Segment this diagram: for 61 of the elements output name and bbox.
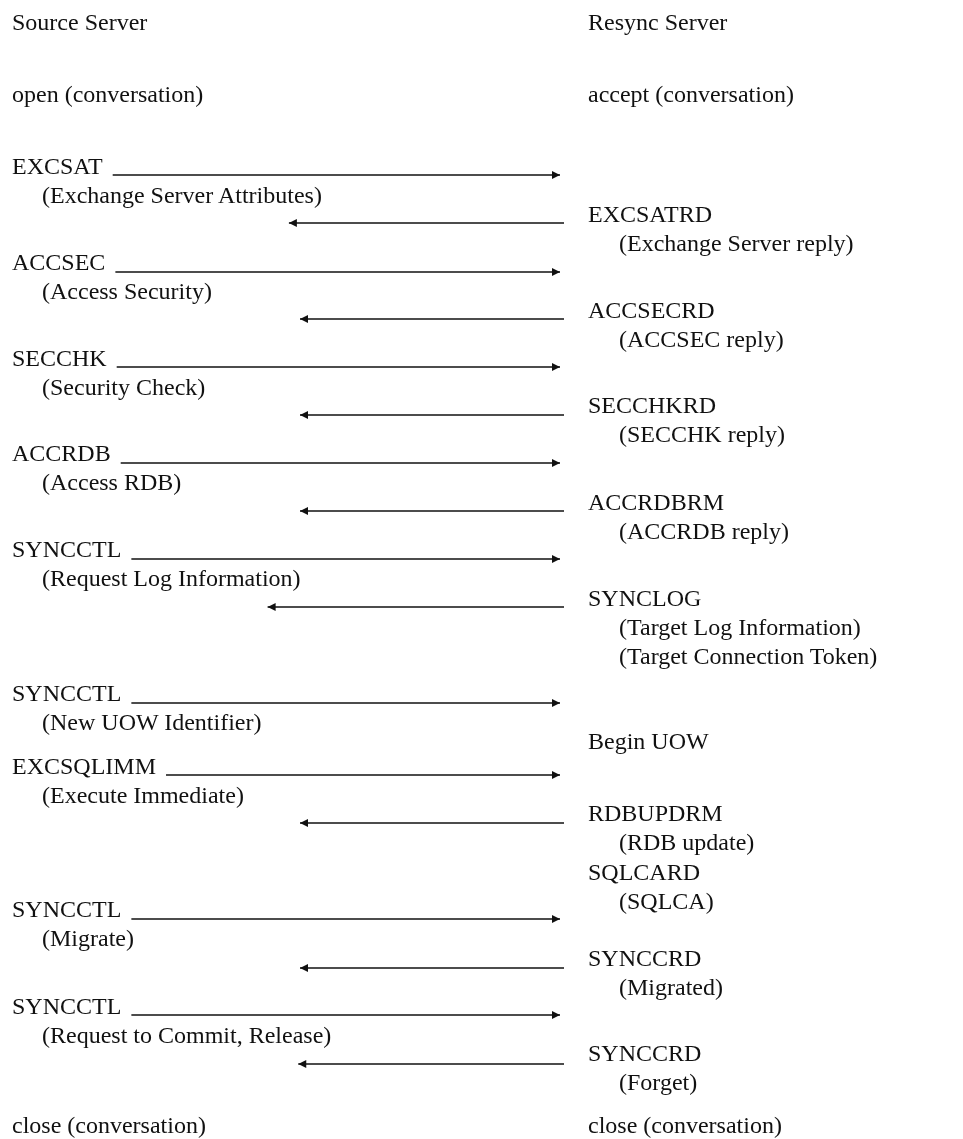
message-arrow — [299, 964, 565, 972]
step-label: open (conversation) — [12, 83, 204, 105]
message-arrow — [165, 771, 561, 779]
column-heading: Resync Server — [588, 11, 728, 33]
message-name: ACCRDBRM — [588, 491, 725, 513]
message-description: (Migrate) — [42, 927, 134, 949]
step-label: SQLCARD — [588, 861, 701, 883]
message-arrow — [130, 555, 561, 563]
message-name: RDBUPDRM — [588, 802, 723, 824]
message-name: SYNCCTL — [12, 995, 122, 1017]
step-label: close (conversation) — [12, 1114, 206, 1136]
message-name: EXCSQLIMM — [12, 755, 156, 777]
message-description: (Target Connection Token) — [619, 645, 878, 667]
message-arrow — [114, 268, 561, 276]
message-name: SECCHKRD — [588, 394, 717, 416]
message-arrow — [299, 507, 565, 515]
message-description: (RDB update) — [619, 831, 755, 853]
step-label: accept (conversation) — [588, 83, 794, 105]
message-arrow — [288, 219, 565, 227]
message-description: (Exchange Server reply) — [619, 232, 854, 254]
message-arrow — [297, 1060, 565, 1068]
message-name: SYNCCTL — [12, 682, 122, 704]
message-description: (Access RDB) — [42, 471, 182, 493]
message-description: (SECCHK reply) — [619, 423, 785, 445]
message-arrow — [299, 819, 565, 827]
message-description: (Security Check) — [42, 376, 206, 398]
message-arrow — [120, 459, 561, 467]
message-name: SYNCCTL — [12, 538, 122, 560]
message-arrow — [130, 1011, 561, 1019]
message-description: (ACCRDB reply) — [619, 520, 789, 542]
message-name: ACCSEC — [12, 251, 106, 273]
message-description: (Request to Commit, Release) — [42, 1024, 332, 1046]
message-arrow — [299, 315, 565, 323]
message-description: (Exchange Server Attributes) — [42, 184, 322, 206]
column-heading: Source Server — [12, 11, 148, 33]
message-name: SYNCCRD — [588, 1042, 702, 1064]
message-arrow — [130, 915, 561, 923]
message-name: SYNCCRD — [588, 947, 702, 969]
message-name: EXCSATRD — [588, 203, 713, 225]
step-label: Begin UOW — [588, 730, 709, 752]
message-description: (ACCSEC reply) — [619, 328, 784, 350]
message-description: (Forget) — [619, 1071, 698, 1093]
message-name: SECCHK — [12, 347, 107, 369]
message-description: (Execute Immediate) — [42, 784, 244, 806]
message-name: ACCRDB — [12, 442, 111, 464]
message-name: SYNCLOG — [588, 587, 702, 609]
message-name: ACCSECRD — [588, 299, 715, 321]
message-description: (Access Security) — [42, 280, 212, 302]
step-label: (SQLCA) — [619, 890, 714, 912]
message-description: (Target Log Information) — [619, 616, 861, 638]
message-arrow — [266, 603, 565, 611]
message-description: (Migrated) — [619, 976, 723, 998]
message-name: SYNCCTL — [12, 898, 122, 920]
message-description: (New UOW Identifier) — [42, 711, 262, 733]
message-arrow — [130, 699, 561, 707]
message-arrow — [299, 411, 565, 419]
message-arrow — [112, 171, 561, 179]
message-arrow — [116, 363, 561, 371]
message-name: EXCSAT — [12, 155, 103, 177]
step-label: close (conversation) — [588, 1114, 782, 1136]
message-description: (Request Log Information) — [42, 567, 301, 589]
